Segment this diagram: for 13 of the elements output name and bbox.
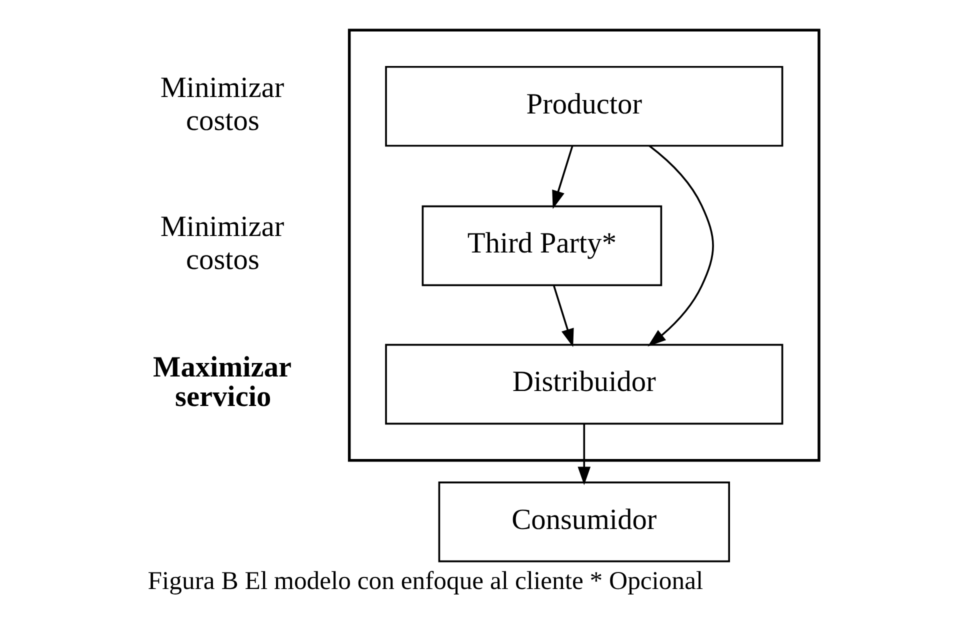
arrow — [647, 145, 714, 347]
arrow — [552, 146, 573, 209]
caption: Figura B El modelo con enfoque al cliente * Opcional — [147, 566, 703, 596]
cluster — [347, 28, 820, 462]
node-box: Consumidor — [438, 482, 730, 562]
node-box: Productor — [384, 66, 783, 147]
label: Maximizar servicio — [152, 352, 292, 413]
arrow — [552, 286, 574, 348]
label: Minimizar costos — [160, 211, 284, 276]
arrow — [577, 424, 590, 486]
label: Minimizar costos — [160, 72, 284, 137]
node-box: Distribuidor — [384, 344, 783, 425]
node-box: Third Party* — [421, 205, 662, 286]
